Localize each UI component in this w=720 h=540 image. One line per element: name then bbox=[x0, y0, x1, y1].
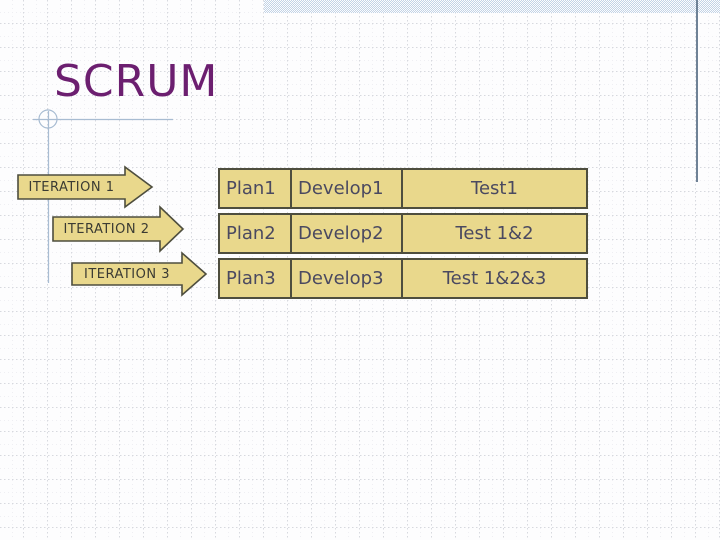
sprint-row-3: Plan3 Develop3 Test 1&2&3 bbox=[218, 258, 588, 299]
iteration-arrow-3: ITERATION 3 bbox=[71, 251, 208, 297]
iteration-1-label: ITERATION 1 bbox=[28, 179, 115, 195]
block-arrow-icon bbox=[52, 205, 185, 253]
plan-cell: Plan3 bbox=[220, 260, 292, 297]
iteration-2-label: ITERATION 2 bbox=[63, 221, 150, 237]
plan-cell: Plan2 bbox=[220, 215, 292, 252]
develop-cell: Develop3 bbox=[292, 260, 403, 297]
plan-cell: Plan1 bbox=[220, 170, 292, 207]
compass-circle bbox=[38, 109, 58, 129]
test-cell: Test 1&2 bbox=[455, 223, 534, 244]
hatched-header-band bbox=[264, 0, 720, 13]
iteration-arrow-2: ITERATION 2 bbox=[52, 205, 185, 253]
develop-cell: Develop1 bbox=[292, 170, 403, 207]
test-cell: Test 1&2&3 bbox=[442, 268, 547, 289]
iteration-arrow-1: ITERATION 1 bbox=[17, 165, 170, 209]
sprint-row-1: Plan1 Develop1 Test1 bbox=[218, 168, 588, 209]
develop-cell: Develop2 bbox=[292, 215, 403, 252]
sprint-row-2: Plan2 Develop2 Test 1&2 bbox=[218, 213, 588, 254]
test-cell: Test1 bbox=[471, 178, 518, 199]
block-arrow-icon bbox=[17, 165, 154, 209]
block-arrow-icon bbox=[71, 251, 208, 297]
slide-title: SCRUM bbox=[54, 56, 219, 107]
iteration-3-label: ITERATION 3 bbox=[83, 266, 170, 282]
